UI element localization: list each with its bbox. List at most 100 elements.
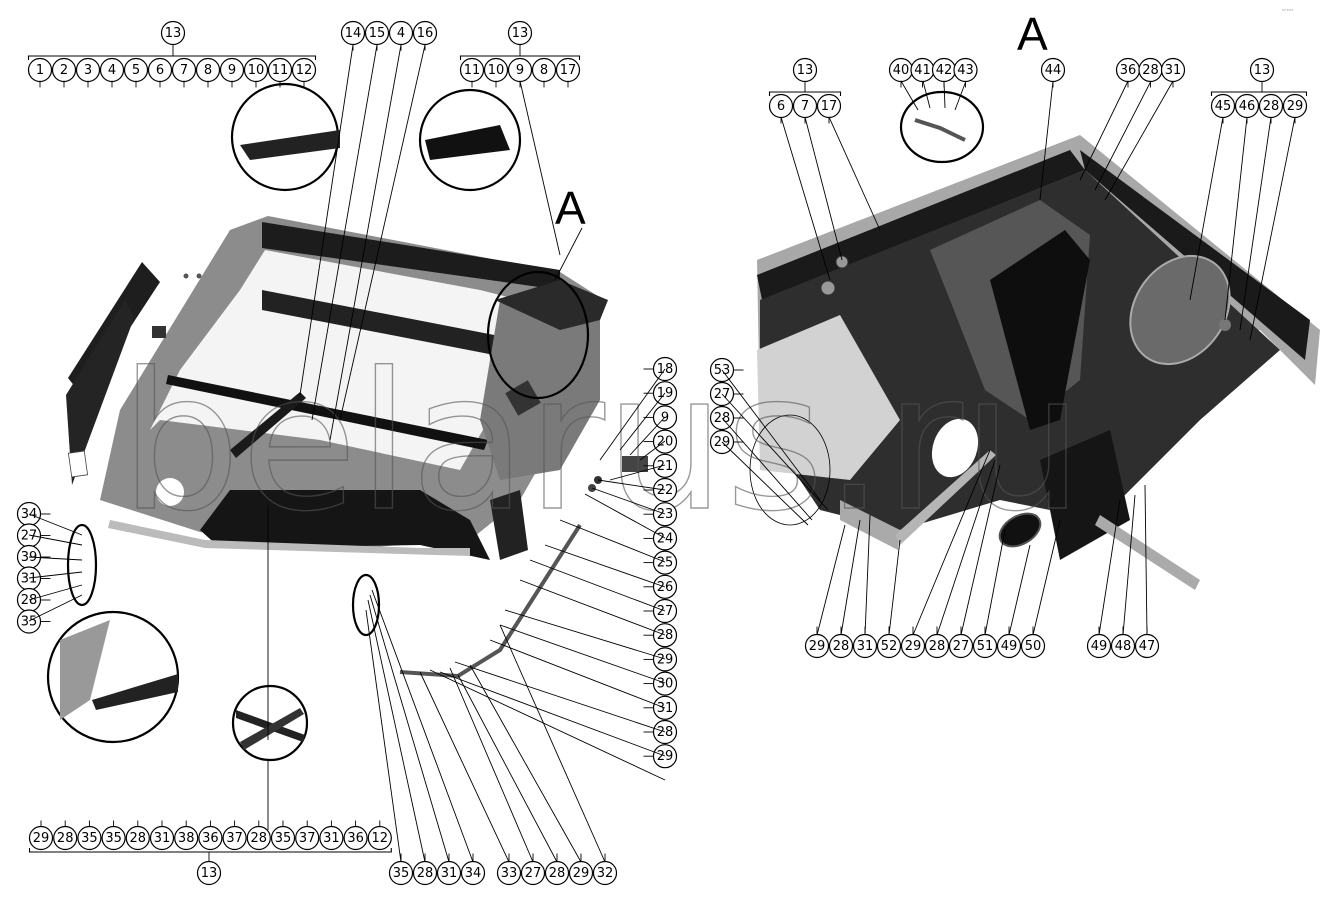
leader-line (1144, 484, 1148, 636)
leader-line (559, 519, 666, 563)
callout-bottom_middle_b-1: 27 (520, 860, 546, 886)
leader-line (28, 513, 83, 536)
callout-number: 31 (657, 701, 674, 716)
callout-number: 27 (525, 866, 542, 881)
callout-number: 31 (154, 831, 171, 846)
callout-number: 20 (657, 435, 674, 450)
callout-number: 43 (957, 63, 974, 78)
callout-detail_top_mid-1: 28 (1138, 57, 1163, 83)
detail-angle-strip (895, 450, 996, 545)
callout-detail_bottom_a-6: 27 (948, 633, 974, 659)
callout-group-detail_top_left: 13 (792, 57, 818, 83)
callout-number: 28 (1142, 63, 1159, 78)
right-bracket-part (490, 490, 528, 560)
callout-detail_top_right-2: 28 (1258, 93, 1284, 119)
callout-circle (340, 20, 366, 46)
group-bracket (1210, 91, 1308, 96)
callout-number: 34 (21, 507, 38, 522)
small-plate-part (67, 450, 89, 478)
callout-top_left-6: 7 (171, 57, 197, 83)
callout-number: 33 (501, 866, 518, 881)
callout-right_column-16: 29 (652, 744, 678, 769)
callout-top_right_main-0: 11 (459, 57, 485, 83)
leader-line (721, 369, 821, 501)
detail-grommet-3 (1219, 319, 1231, 331)
detail-ring-bottom-mid (231, 684, 309, 762)
leader-line (1008, 544, 1031, 636)
callout-top_left-5: 6 (147, 57, 173, 83)
callout-circle (28, 825, 54, 851)
callout-bottom_middle_a-2: 31 (436, 860, 462, 886)
callout-detail_bottom_a-0: 29 (804, 633, 830, 659)
callout-top_right_main-3: 8 (531, 57, 557, 83)
frame-opening (150, 250, 520, 470)
callout-circle (53, 825, 78, 851)
callout-bottom_left-8: 37 (222, 825, 247, 851)
callout-circle (77, 825, 102, 851)
diagonal-strut (230, 392, 306, 458)
callout-bottom_left-11: 37 (295, 825, 320, 851)
callout-circle (198, 825, 223, 851)
callout-number: 32 (597, 866, 614, 881)
callout-number: 11 (272, 63, 289, 78)
leader-line (439, 671, 666, 757)
callout-number: 7 (801, 99, 809, 114)
detail-view-title-A: A (1017, 8, 1048, 60)
leader-line (369, 594, 450, 863)
leader-line (816, 524, 846, 636)
callout-bottom_left-0: 29 (28, 825, 54, 851)
callout-circle (652, 623, 678, 648)
callout-left_column-3: 31 (16, 566, 42, 591)
callout-number: 14 (345, 26, 362, 41)
callout-top_middle-0: 14 (340, 20, 366, 46)
callout-top_middle-3: 16 (412, 20, 438, 46)
leader-line (1079, 80, 1129, 181)
callout-number: 31 (441, 866, 458, 881)
leader-line (1239, 116, 1272, 331)
leader-line (529, 559, 666, 612)
callout-top_left-4: 5 (123, 57, 149, 83)
callout-number: 50 (1025, 639, 1042, 654)
callout-circle (555, 57, 581, 83)
callout-right_column-13: 30 (652, 671, 678, 696)
leader-line (960, 464, 1001, 636)
callout-number: 3 (84, 63, 92, 78)
callout-detail_top_right-0: 45 (1210, 93, 1236, 119)
callout-number: 31 (21, 572, 38, 587)
detail-view-A-illustration (749, 90, 1320, 590)
callout-number: 28 (251, 831, 268, 846)
callout-group-top_right_main: 13 (507, 20, 533, 46)
callout-number: 30 (657, 677, 674, 692)
leader-line (599, 368, 666, 461)
callout-circle (196, 860, 222, 886)
callout-bottom_middle_b-3: 29 (568, 860, 594, 886)
detail-tl-part (240, 130, 340, 160)
leader-line (519, 80, 561, 256)
callout-number: 29 (905, 639, 922, 654)
callout-bottom_middle_a-3: 34 (460, 860, 486, 886)
callout-number: 39 (21, 550, 38, 565)
leader-line (1104, 80, 1174, 201)
callout-number: 37 (299, 831, 316, 846)
leader-line (504, 609, 666, 660)
callout-number: 27 (953, 639, 970, 654)
leader-line (591, 487, 666, 515)
callout-number: 36 (347, 831, 364, 846)
callout-bottom_left-5: 31 (149, 825, 175, 851)
callout-number: 22 (657, 483, 674, 498)
callout-top_left-1: 2 (51, 57, 77, 83)
callout-circle (1249, 57, 1275, 83)
callout-number: 15 (369, 26, 386, 41)
callout-circle (652, 526, 678, 551)
callout-number: 27 (657, 604, 674, 619)
callout-top_left-11: 12 (291, 57, 317, 83)
detail-grommet-2 (835, 255, 849, 269)
callout-number: 9 (516, 63, 524, 78)
hinge-bracket-part (622, 456, 648, 472)
callout-number: 26 (657, 580, 674, 595)
callout-number: 28 (1263, 99, 1280, 114)
detail-cable-ring (899, 90, 985, 164)
callout-number: 28 (657, 628, 674, 643)
leader-line (419, 671, 510, 863)
leader-line (499, 624, 666, 684)
